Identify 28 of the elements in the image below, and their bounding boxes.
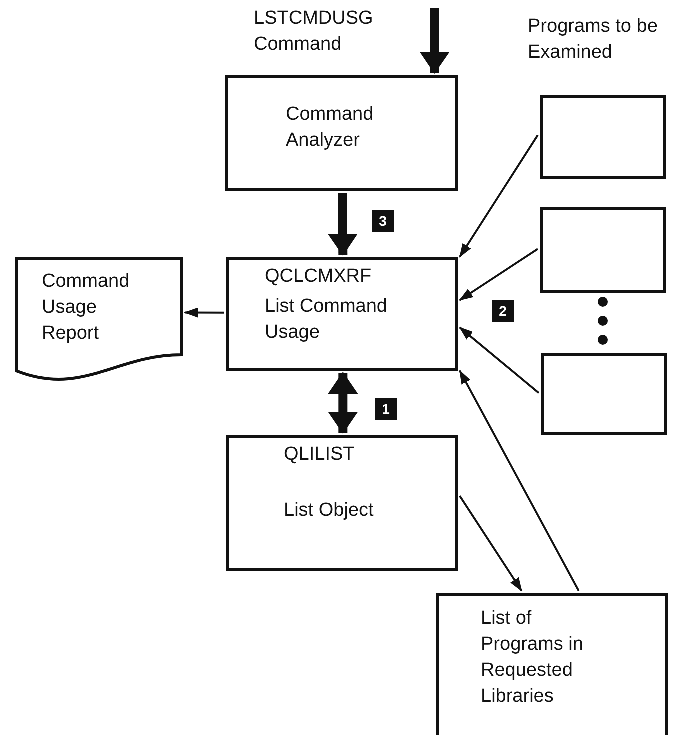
box-label: Command Analyzer xyxy=(286,103,375,153)
callout-number: 1 xyxy=(375,398,397,420)
empty-box xyxy=(540,95,666,179)
empty-box xyxy=(540,207,666,293)
arrow xyxy=(328,192,358,256)
arrow xyxy=(459,134,539,258)
box-label: List of Programs in Requested Libraries xyxy=(481,607,584,709)
arrow xyxy=(459,370,580,592)
arrow xyxy=(459,496,523,592)
caption-text: LSTCMDUSG Command xyxy=(254,7,374,57)
process-box xyxy=(436,593,668,735)
process-box xyxy=(226,435,458,571)
callout-number: 2 xyxy=(492,300,514,322)
arrow xyxy=(459,248,539,302)
box-label: List Object xyxy=(284,499,375,523)
arrow xyxy=(328,372,358,434)
arrow xyxy=(184,308,224,318)
box-label: QCLCMXRF xyxy=(265,265,373,289)
callout-number: 3 xyxy=(372,210,394,232)
process-box xyxy=(226,257,458,371)
process-box xyxy=(225,75,458,191)
box-label: List Command Usage xyxy=(265,295,388,345)
box-label: Command Usage Report xyxy=(42,270,131,346)
arrow xyxy=(420,8,450,74)
box-label: QLILIST xyxy=(284,443,356,467)
arrow xyxy=(459,326,540,394)
caption-text: Programs to be Examined xyxy=(528,15,659,65)
empty-box xyxy=(541,353,667,435)
